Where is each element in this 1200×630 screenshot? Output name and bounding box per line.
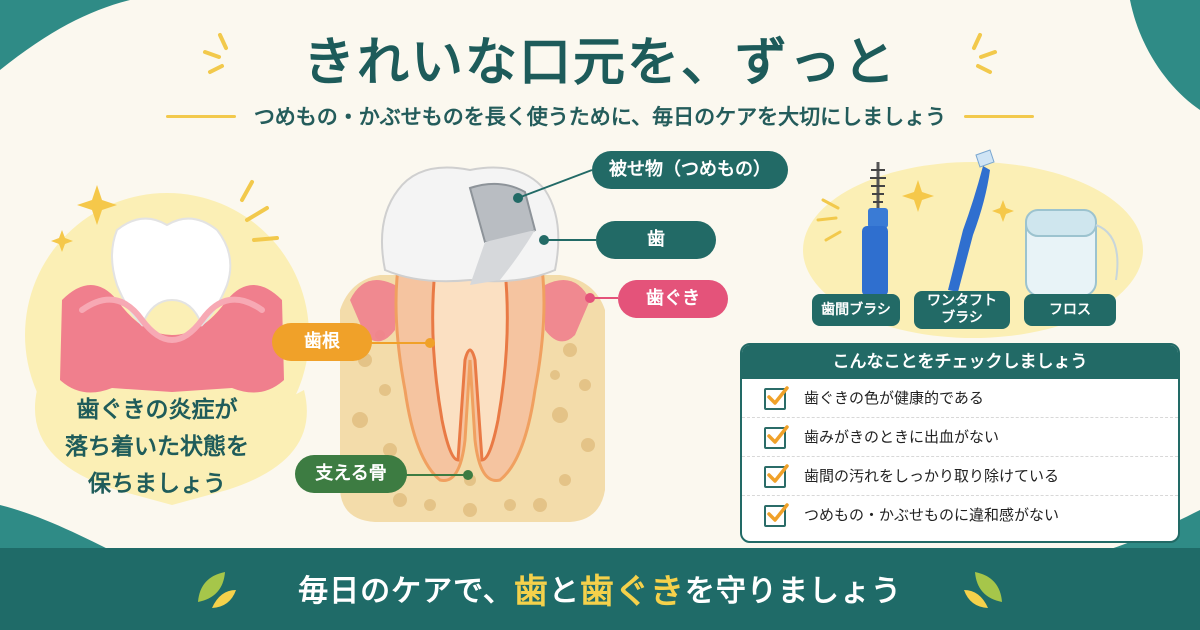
page-title: きれいな口元を、ずっと (302, 33, 897, 93)
interdental-brush-icon (862, 162, 888, 296)
healthy-gum-illustration (25, 180, 309, 505)
checkbox-checked-icon (764, 464, 789, 488)
sparkle-lines-icon (972, 33, 997, 74)
corner-decoration-bottom-right (1090, 510, 1200, 555)
tool-floss-label: フロス (1024, 294, 1116, 326)
checklist-item-text: つめもの・かぶせものに違和感がない (804, 506, 1060, 524)
label-root: 歯根 (272, 323, 372, 361)
label-crown: 被せ物（つめもの） (592, 151, 788, 189)
label-tooth: 歯 (596, 221, 716, 259)
checklist-item: 歯みがきのときに出血がない (742, 418, 1178, 457)
checkbox-checked-icon (764, 503, 789, 527)
footer-highlight-gum: 歯ぐき (579, 571, 685, 612)
subtitle-row: つめもの・かぶせものを長く使うために、毎日のケアを大切にしましょう (110, 100, 1090, 132)
footer-band (0, 548, 1200, 630)
checklist-item: 歯間の汚れをしっかり取り除けている (742, 457, 1178, 496)
subtitle-divider-left (165, 114, 236, 118)
corner-decoration-top-left (0, 0, 130, 70)
gum-care-line-3: 保ちましょう (88, 471, 226, 497)
checklist-item: つめもの・かぶせものに違和感がない (742, 496, 1178, 534)
checkbox-checked-icon (764, 425, 789, 449)
gum-care-message: 歯ぐきの炎症が 落ち着いた状態を 保ちましょう (32, 392, 282, 503)
checklist-panel: こんなことをチェックしましょう 歯ぐきの色が健康的である 歯みがきのときに出血が… (740, 343, 1180, 543)
checklist-item-text: 歯間の汚れをしっかり取り除けている (804, 467, 1060, 485)
gum-care-line-2: 落ち着いた状態を (65, 434, 249, 460)
tooth-cross-section-diagram (340, 166, 605, 522)
gum-care-line-1: 歯ぐきの炎症が (76, 397, 238, 423)
checklist-item: 歯ぐきの色が健康的である (742, 379, 1178, 418)
label-gum: 歯ぐき (618, 280, 728, 318)
leaf-icon (964, 572, 1002, 608)
checklist-title: こんなことをチェックしましょう (742, 345, 1178, 379)
checkbox-checked-icon (764, 386, 789, 410)
footer-text-part-3: を守りましょう (684, 574, 902, 609)
checklist-item-text: 歯ぐきの色が健康的である (804, 389, 984, 407)
healthy-gum-panel: 歯ぐきの炎症が 落ち着いた状態を 保ちましょう (22, 160, 322, 525)
footer-message: 毎日のケアで、 歯 と 歯ぐき を守りましょう (0, 558, 1200, 618)
footer-text-part-2: と (548, 574, 580, 609)
subtitle-divider-right (964, 114, 1035, 118)
leaf-icon (198, 572, 236, 608)
footer-text-part-1: 毎日のケアで、 (298, 574, 514, 609)
sparkle-lines-icon (203, 33, 228, 74)
page-subtitle: つめもの・かぶせものを長く使うために、毎日のケアを大切にしましょう (253, 105, 947, 129)
label-bone: 支える骨 (295, 455, 407, 493)
corner-decoration-top-right (1130, 0, 1200, 110)
corner-decoration-bottom-left (0, 505, 120, 555)
single-tuft-brush-icon (948, 149, 995, 292)
tool-interdental-brush-label: 歯間ブラシ (812, 294, 900, 326)
checklist-item-text: 歯みがきのときに出血がない (804, 428, 1000, 446)
diagram-leader-lines (370, 169, 618, 480)
floss-icon (1025, 209, 1119, 297)
footer-highlight-tooth: 歯 (513, 571, 549, 612)
tool-single-tuft-brush-label: ワンタフト ブラシ (914, 291, 1010, 329)
